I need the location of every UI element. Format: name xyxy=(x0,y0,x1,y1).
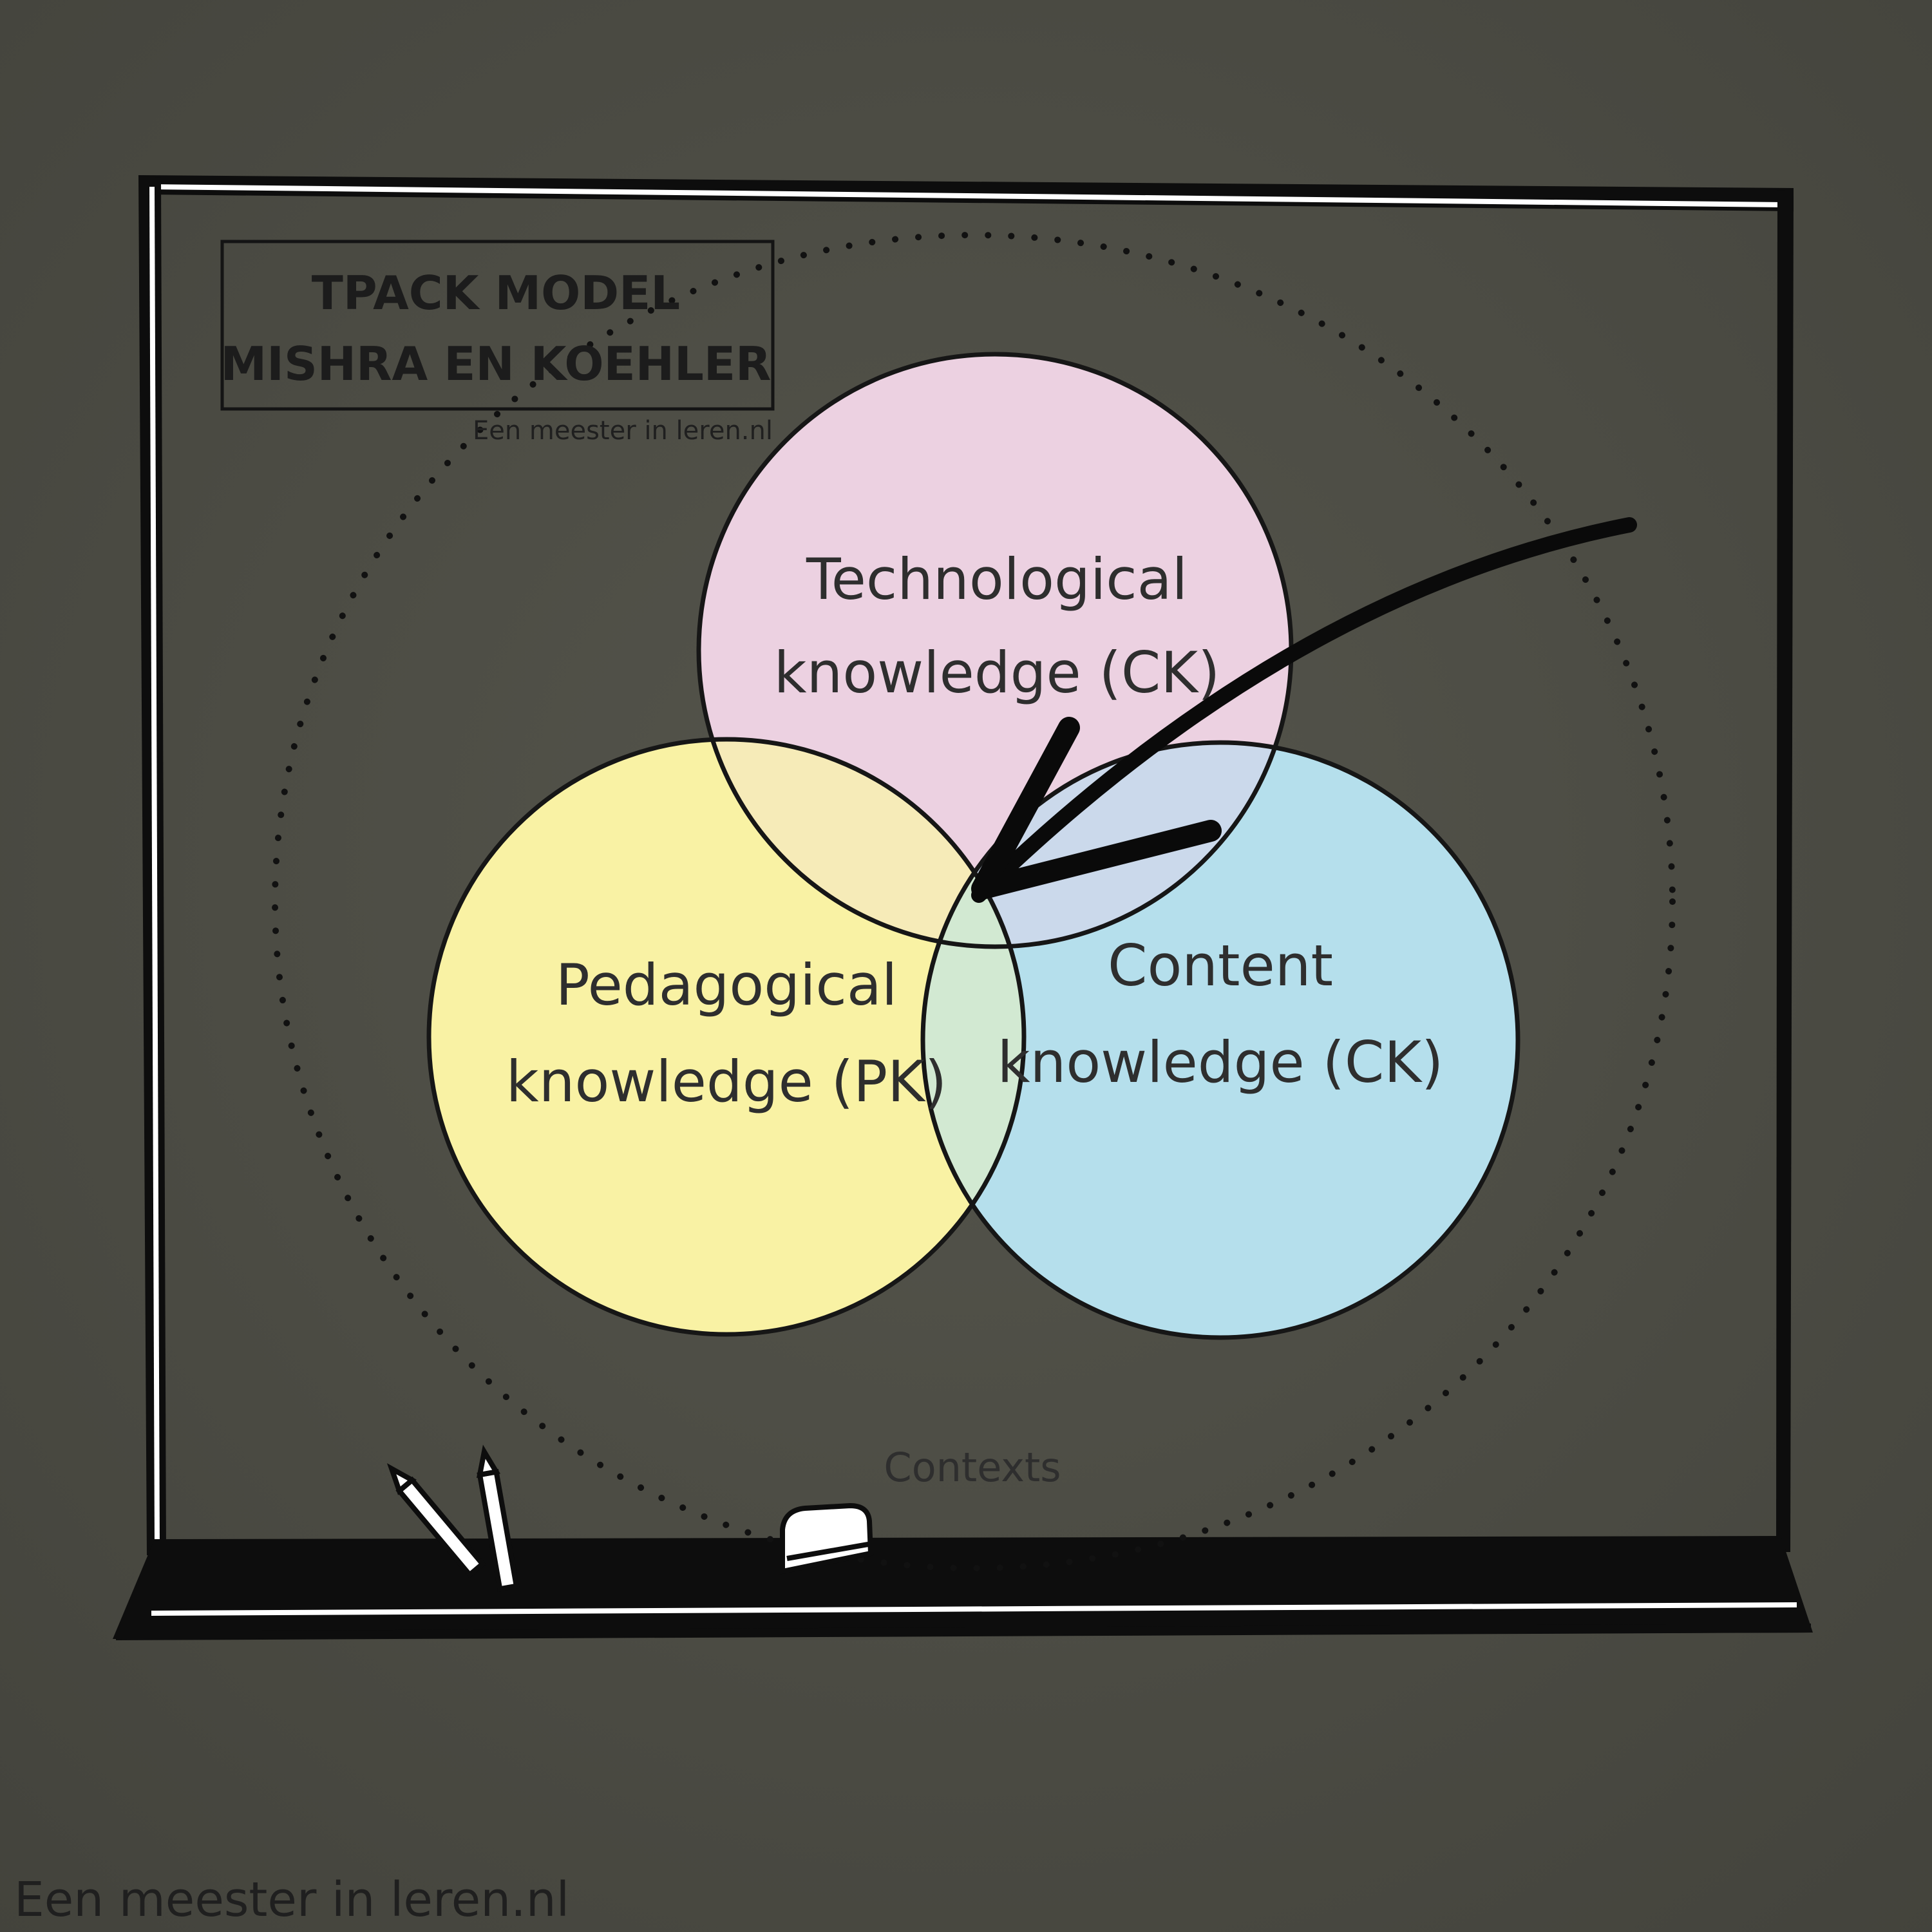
circle-overlaps xyxy=(699,739,1291,1334)
title-line2: MISHRA EN KOEHLER xyxy=(221,337,772,391)
chalk-icon xyxy=(386,1444,520,1592)
technological-label-line2: knowledge (CK) xyxy=(774,639,1220,706)
contexts-circle xyxy=(272,232,1676,1571)
content-label-line2: knowledge (CK) xyxy=(998,1029,1444,1095)
title-line1: TPACK MODEL xyxy=(312,266,680,320)
board-frame-top-highlight xyxy=(149,184,1785,207)
chalk-tray-highlight xyxy=(151,1602,1797,1616)
title-credit: Een meester in leren.nl xyxy=(473,416,773,446)
technological-label-line1: Technological xyxy=(806,546,1188,612)
arrow-icon xyxy=(971,517,1637,903)
pedagogical-label-line1: Pedagogical xyxy=(556,952,898,1018)
board-frame-right xyxy=(1776,190,1794,1552)
footer-credit: Een meester in leren.nl xyxy=(14,1872,569,1927)
contexts-label: Contexts xyxy=(884,1444,1061,1491)
eraser-icon xyxy=(780,1502,874,1575)
board-frame-left-highlight xyxy=(149,186,160,1546)
title-box xyxy=(220,240,775,411)
chalk-tray-edge xyxy=(115,1624,1812,1640)
board-frame xyxy=(113,175,1813,1640)
content-label-line1: Content xyxy=(1108,933,1333,999)
pedagogical-label-line2: knowledge (PK) xyxy=(506,1048,947,1115)
circle-outlines xyxy=(426,352,1520,1340)
chalk-tray xyxy=(113,1536,1813,1639)
